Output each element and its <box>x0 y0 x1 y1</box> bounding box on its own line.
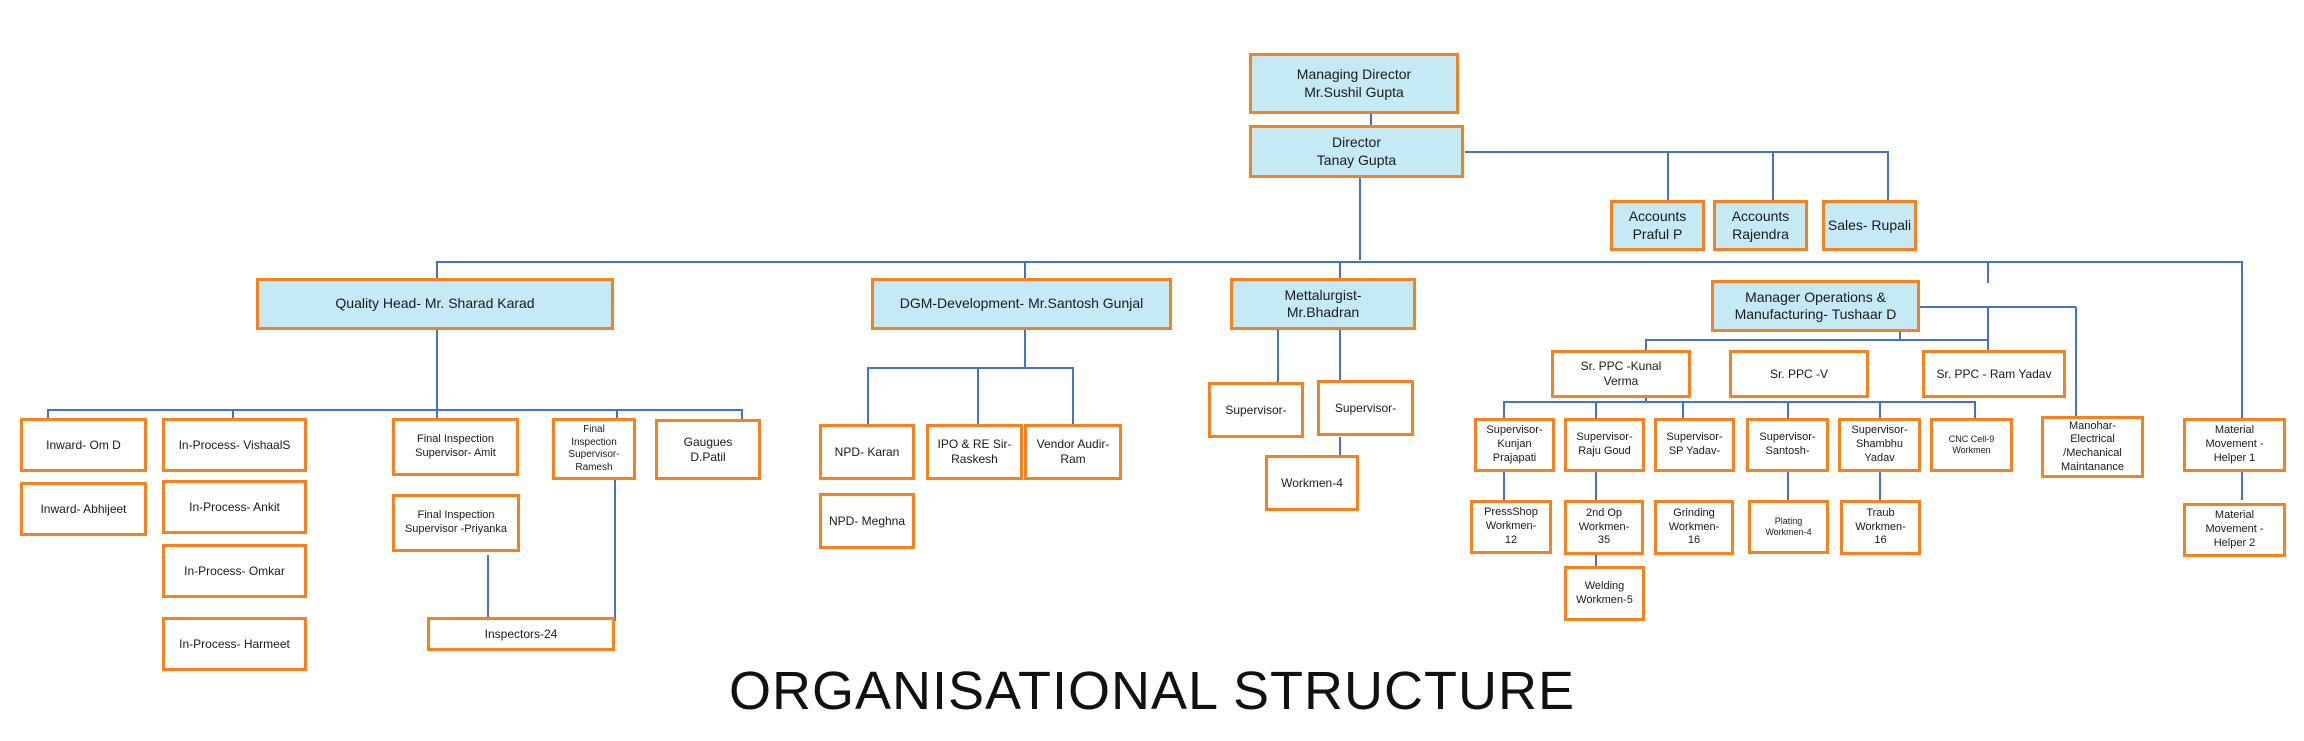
inspectors-box: Inspectors-24 <box>427 617 615 651</box>
material-helper-2-box: Material Movement - Helper 2 <box>2183 503 2286 557</box>
ppc-v-box: Sr. PPC -V <box>1729 350 1869 398</box>
supervisor-sp-yadav-box: Supervisor- SP Yadav- <box>1654 418 1735 472</box>
inprocess-harmeet-box: In-Process- Harmeet <box>162 617 307 671</box>
second-op-workmen-box: 2nd Op Workmen- 35 <box>1564 500 1644 555</box>
metallurgist-workmen-box: Workmen-4 <box>1265 455 1359 511</box>
ipo-raskesh-box: IPO & RE Sir- Raskesh <box>926 424 1023 480</box>
accounts-praful-box: Accounts Praful P <box>1610 200 1705 251</box>
npd-meghna-box: NPD- Meghna <box>819 493 915 549</box>
metallurgist-supervisor-2-box: Supervisor- <box>1317 380 1414 436</box>
supervisor-santosh-box: Supervisor- Santosh- <box>1746 418 1829 472</box>
pressshop-workmen-box: PressShop Workmen- 12 <box>1470 500 1552 554</box>
inprocess-ankit-box: In-Process- Ankit <box>162 480 307 534</box>
metallurgist-supervisor-1-box: Supervisor- <box>1208 382 1304 438</box>
supervisor-shambhu-box: Supervisor- Shambhu Yadav <box>1838 418 1921 472</box>
traub-workmen-box: Traub Workmen- 16 <box>1840 500 1921 555</box>
inward-abhijeet-box: Inward- Abhijeet <box>20 482 147 536</box>
grinding-workmen-box: Grinding Workmen- 16 <box>1654 500 1734 555</box>
inward-om-box: Inward- Om D <box>20 418 147 472</box>
accounts-rajendra-box: Accounts Rajendra <box>1713 200 1808 251</box>
final-inspection-amit-box: Final Inspection Supervisor- Amit <box>392 418 519 476</box>
sales-box: Sales- Rupali <box>1822 200 1917 251</box>
director-box: Director Tanay Gupta <box>1249 125 1464 178</box>
manohar-maintenance-box: Manohar- Electrical /Mechanical Maintana… <box>2041 416 2144 478</box>
cnc-cell-box: CNC Cell-9 Workmen <box>1930 418 2013 472</box>
vendor-audit-box: Vendor Audir- Ram <box>1024 424 1122 480</box>
final-inspection-ramesh-box: Final Inspection Supervisor- Ramesh <box>552 418 636 480</box>
gauges-box: Gaugues D.Patil <box>655 419 761 480</box>
ppc-kunal-box: Sr. PPC -Kunal Verma <box>1551 350 1691 398</box>
metallurgist-box: Mettalurgist- Mr.Bhadran <box>1230 278 1416 330</box>
page-title: ORGANISATIONAL STRUCTURE <box>728 661 1576 721</box>
inprocess-vishaal-box: In-Process- VishaalS <box>162 418 307 472</box>
npd-karan-box: NPD- Karan <box>819 424 915 480</box>
final-inspection-priyanka-box: Final Inspection Supervisor -Priyanka <box>392 494 520 552</box>
ppc-ram-box: Sr. PPC - Ram Yadav <box>1922 350 2066 398</box>
managing-director-box: Managing Director Mr.Sushil Gupta <box>1249 53 1459 114</box>
supervisor-kunjan-box: Supervisor- Kunjan Prajapati <box>1474 418 1555 472</box>
supervisor-raju-box: Supervisor- Raju Goud <box>1564 418 1645 472</box>
manager-operations-box: Manager Operations & Manufacturing- Tush… <box>1711 280 1920 332</box>
dgm-development-box: DGM-Development- Mr.Santosh Gunjal <box>871 278 1172 330</box>
plating-workmen-box: Plating Workmen-4 <box>1748 500 1829 554</box>
material-helper-1-box: Material Movement - Helper 1 <box>2183 418 2286 472</box>
quality-head-box: Quality Head- Mr. Sharad Karad <box>256 278 614 330</box>
welding-workmen-box: Welding Workmen-5 <box>1564 566 1645 621</box>
inprocess-omkar-box: In-Process- Omkar <box>162 544 307 598</box>
